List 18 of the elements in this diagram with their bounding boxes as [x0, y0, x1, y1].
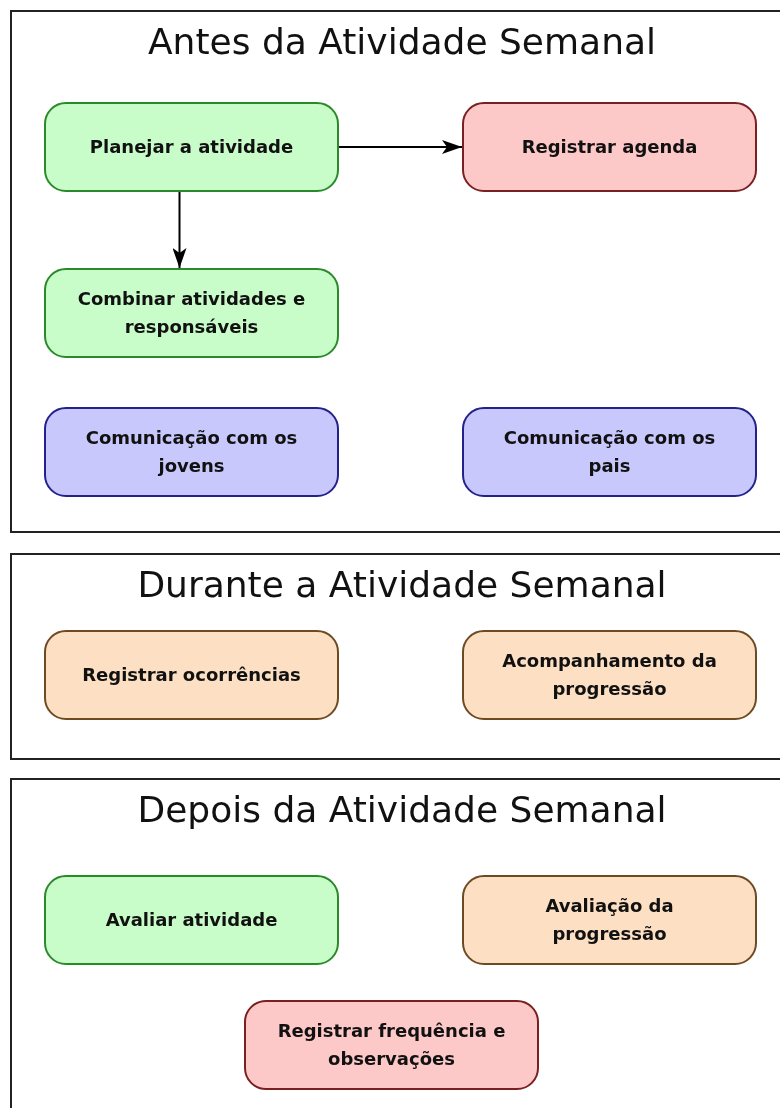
section-panel: [10, 553, 780, 760]
arrow: [172, 191, 187, 269]
process-box: Combinar atividades e responsáveis: [44, 268, 339, 358]
process-box: Comunicação com os pais: [462, 407, 757, 497]
process-box: Comunicação com os jovens: [44, 407, 339, 497]
section-heading: Depois da Atividade Semanal: [136, 788, 668, 832]
process-box: Registrar frequência e observações: [244, 1000, 539, 1090]
section-panel: [10, 10, 780, 533]
process-box: Registrar agenda: [462, 102, 757, 192]
section-panel: [10, 778, 780, 1108]
process-box: Acompanhamento da progressão: [462, 630, 757, 720]
process-box: Avaliação da progressão: [462, 875, 757, 965]
process-box: Planejar a atividade: [44, 102, 339, 192]
process-box: Registrar ocorrências: [44, 630, 339, 720]
process-box: Avaliar atividade: [44, 875, 339, 965]
arrow: [338, 140, 463, 154]
section-heading: Durante a Atividade Semanal: [136, 563, 668, 607]
section-heading: Antes da Atividade Semanal: [146, 20, 657, 64]
